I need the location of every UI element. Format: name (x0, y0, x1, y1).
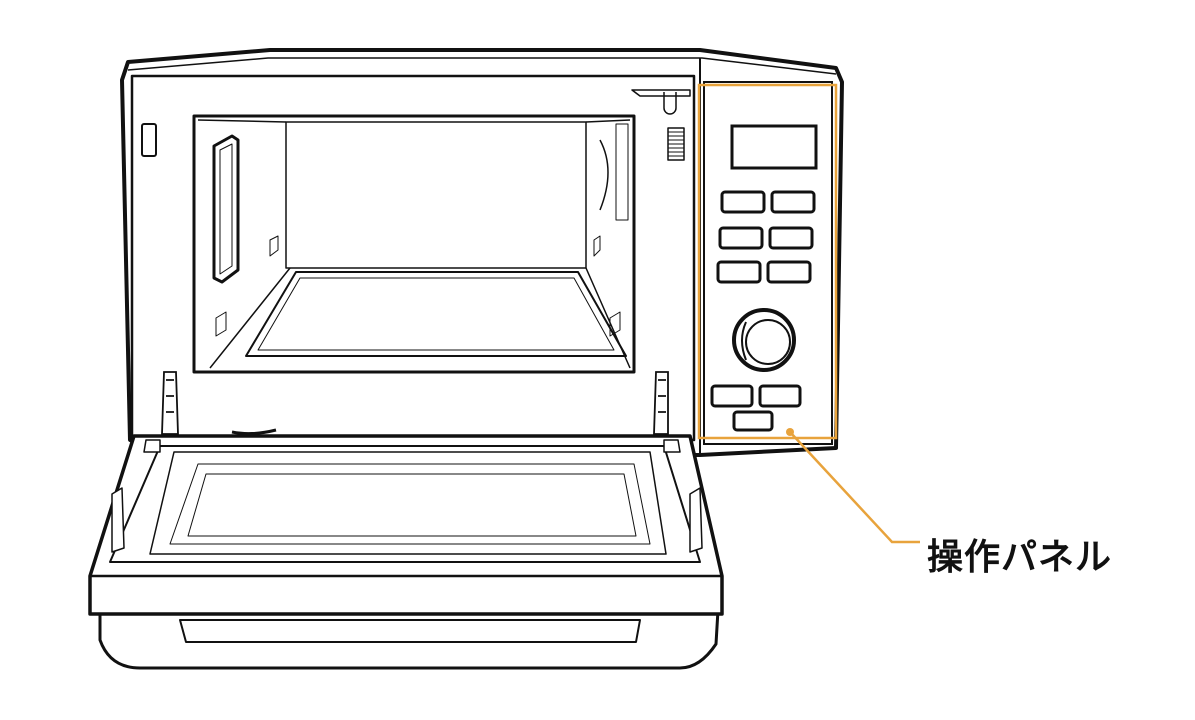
panel-button (770, 190, 816, 214)
panel-button (732, 410, 774, 432)
panel-highlight-box (697, 83, 838, 440)
callout-highlight (697, 83, 920, 544)
panel-button (758, 384, 802, 408)
oven-cavity (192, 114, 636, 374)
display-window (730, 124, 818, 170)
control-dial-icon (732, 308, 796, 372)
panel-button (710, 384, 754, 408)
panel-button (716, 260, 762, 284)
callout-label: 操作パネル (927, 537, 1113, 578)
panel-button (766, 260, 812, 284)
panel-button (768, 226, 814, 250)
control-panel (703, 81, 833, 445)
callout-leader-line (789, 431, 920, 544)
panel-button (718, 226, 764, 250)
panel-button (720, 190, 766, 214)
door-hinges (161, 371, 669, 435)
open-door (88, 428, 724, 670)
